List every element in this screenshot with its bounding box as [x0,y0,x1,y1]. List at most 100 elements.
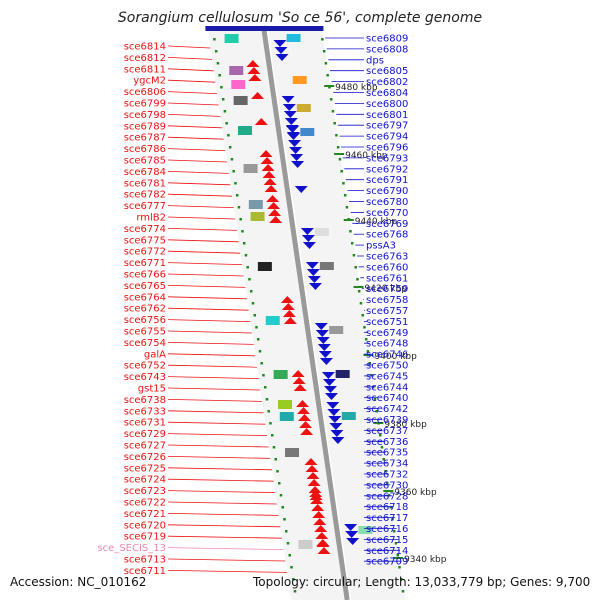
right-gene-label: sce6746 [366,350,408,361]
right-gene-label: sce6791 [366,175,408,186]
left-gene-arrow [283,317,297,324]
left-tick [249,290,253,293]
right-tick [335,134,338,137]
right-gene-label: sce6742 [366,404,408,415]
left-gene-box [285,448,300,457]
left-leader-line [167,239,239,243]
left-tick [279,494,283,497]
left-leader-line [167,57,213,60]
left-gene-arrow [316,540,330,547]
left-gene-box [238,126,253,135]
right-gene-arrow [284,118,298,125]
right-gene-box [314,228,329,236]
right-tick [350,242,354,245]
left-gene-label: sce6727 [124,441,166,452]
right-tick [401,590,405,593]
left-tick [221,98,225,101]
right-tick [345,206,349,209]
right-gene-label: sce6745 [366,371,408,382]
right-tick [373,398,377,401]
right-tick [356,278,359,281]
right-gene-arrow [323,386,337,393]
right-tick [396,554,400,557]
right-gene-label: sce6802 [366,77,408,88]
left-gene-arrow [317,547,331,554]
left-gene-label: sce6764 [124,292,166,303]
right-gene-arrow [305,262,319,269]
right-gene-arrow [301,235,315,242]
left-leader-line [167,421,266,425]
left-tick [274,458,277,461]
right-gene-label: sce6717 [366,513,408,524]
left-gene-label: sce6713 [124,555,166,566]
scale-mark-label: 9340 kbp [404,555,447,565]
right-gene-arrow [288,140,302,147]
left-tick [293,590,297,593]
left-gene-arrow [313,518,327,525]
left-leader-line [167,182,231,186]
right-tick [333,122,336,125]
right-gene-label: sce6751 [366,317,408,328]
left-leader-line [167,250,241,254]
right-gene-box [319,262,334,270]
left-tick [223,110,227,113]
left-leader-line [167,159,227,163]
left-gene-label: sce6789 [124,121,166,132]
right-gene-label: sce6800 [366,99,408,110]
right-gene-arrow [324,393,338,400]
left-gene-label: sce6786 [124,144,166,155]
left-gene-box [224,34,239,43]
right-tick [378,434,382,437]
right-tick [354,266,357,269]
left-gene-arrow [305,465,319,472]
left-leader-line [167,490,276,493]
left-leader-line [167,433,267,436]
left-leader-line [167,136,224,140]
left-gene-arrow [280,296,294,303]
left-gene-arrow [315,532,329,539]
right-tick [368,362,371,365]
right-gene-box [329,326,344,334]
right-gene-label: sce6736 [366,437,408,448]
left-tick [237,206,241,209]
left-gene-arrow [247,67,261,74]
left-gene-arrow [300,428,314,435]
right-gene-arrow [328,416,342,423]
right-tick [361,314,364,317]
right-gene-box [335,370,350,378]
left-gene-arrow [291,370,305,377]
left-gene-label: sce6721 [124,509,166,520]
left-leader-line [167,570,287,573]
left-gene-arrow [262,171,276,178]
topology-text: Topology: circular; Length: 13,033,779 b… [253,575,591,589]
left-leader-line [167,444,269,448]
left-leader-line [167,307,249,311]
left-leader-line [167,228,237,231]
left-tick [290,566,293,569]
right-gene-arrow [321,372,335,379]
right-tick [375,410,378,413]
right-gene-arrow [316,337,330,344]
left-gene-box [250,212,265,221]
right-gene-arrow [282,104,296,111]
right-gene-label: sce6730 [366,480,408,491]
right-tick [340,170,343,173]
left-leader-line [167,364,257,368]
left-gene-arrow [246,60,260,67]
right-gene-arrow [283,111,297,118]
right-gene-arrow [345,531,359,538]
right-gene-arrow [275,54,289,61]
right-gene-label: sce6797 [366,121,408,132]
left-gene-arrow [304,458,318,465]
right-gene-label: sce6808 [366,44,408,55]
accession-text: Accession: NC_010162 [10,575,147,589]
left-gene-label: sce6729 [124,429,166,440]
right-gene-label: sce6792 [366,164,408,175]
left-tick [285,530,288,533]
left-gene-arrow [312,511,326,518]
left-gene-label: sce6725 [124,463,166,474]
right-gene-arrow [281,96,295,103]
right-tick [391,518,394,521]
left-tick [248,278,251,281]
